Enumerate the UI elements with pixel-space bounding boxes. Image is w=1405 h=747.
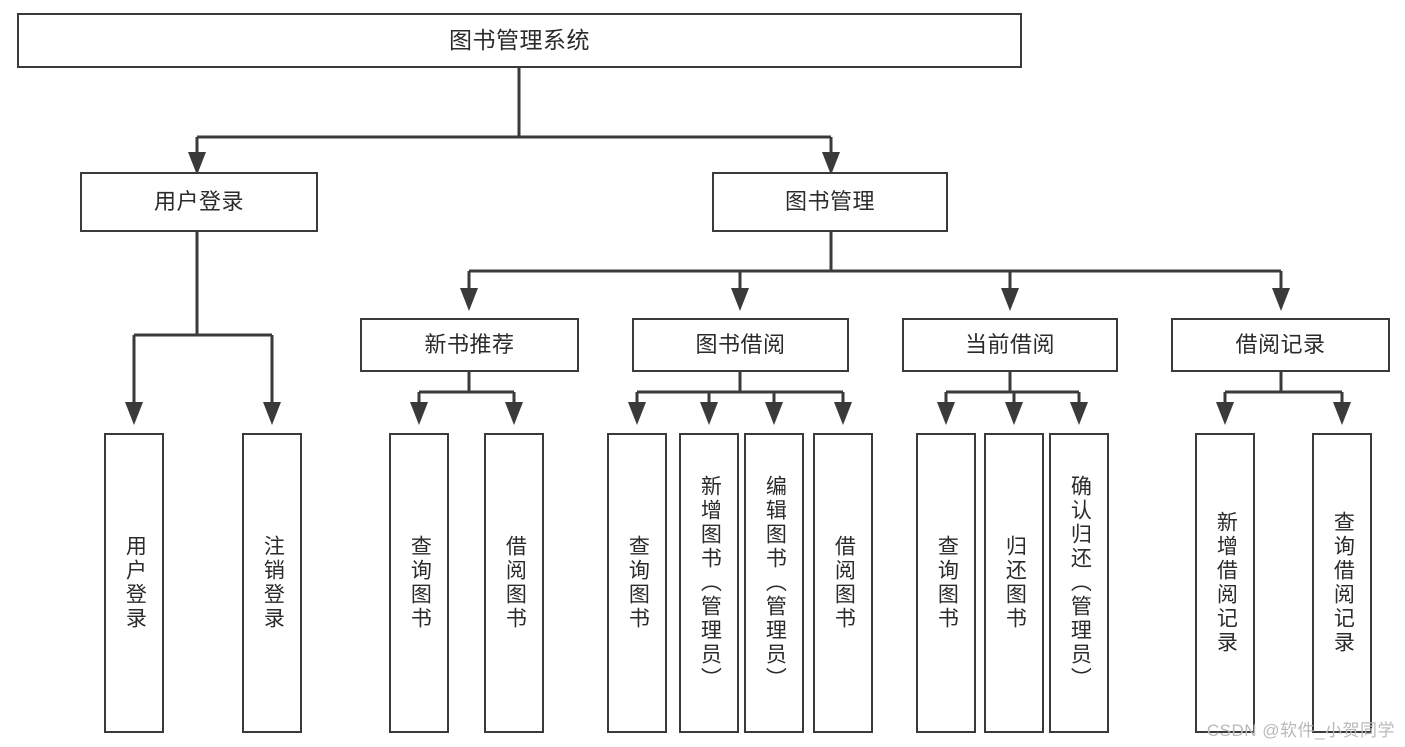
node-leaf-query-book-1[interactable]: 查询图书	[389, 433, 449, 733]
node-book-management-label: 图书管理	[784, 189, 875, 215]
node-leaf-query-record[interactable]: 查询借阅记录	[1312, 433, 1372, 733]
node-current-borrow-label: 当前借阅	[964, 332, 1055, 358]
node-leaf-add-record-label: 新增借阅记录	[1214, 511, 1238, 655]
node-leaf-query-book-3[interactable]: 查询图书	[916, 433, 976, 733]
arrowheads	[125, 152, 1351, 425]
node-leaf-add-book[interactable]: 新增图书（管理员）	[679, 433, 739, 733]
node-leaf-borrow-book-1-label: 借阅图书	[503, 535, 527, 631]
node-leaf-borrow-book-2-label: 借阅图书	[832, 535, 856, 631]
node-leaf-add-record[interactable]: 新增借阅记录	[1195, 433, 1255, 733]
node-borrow-record-label: 借阅记录	[1235, 332, 1326, 358]
node-leaf-query-book-3-label: 查询图书	[935, 535, 959, 631]
node-book-management[interactable]: 图书管理	[712, 172, 948, 232]
watermark-text: CSDN @软件_小贺同学	[1206, 721, 1395, 740]
node-leaf-confirm-return-label: 确认归还（管理员）	[1068, 475, 1092, 691]
node-current-borrow[interactable]: 当前借阅	[902, 318, 1118, 372]
node-leaf-query-record-label: 查询借阅记录	[1331, 511, 1355, 655]
node-book-borrow-label: 图书借阅	[695, 332, 786, 358]
node-root[interactable]: 图书管理系统	[17, 13, 1022, 68]
node-leaf-edit-book-label: 编辑图书（管理员）	[763, 475, 787, 691]
node-new-book-recommend[interactable]: 新书推荐	[360, 318, 579, 372]
node-borrow-record[interactable]: 借阅记录	[1171, 318, 1390, 372]
node-new-book-recommend-label: 新书推荐	[424, 332, 515, 358]
node-leaf-user-login[interactable]: 用户登录	[104, 433, 164, 733]
node-leaf-query-book-1-label: 查询图书	[408, 535, 432, 631]
node-leaf-logout-login-label: 注销登录	[261, 535, 285, 631]
node-leaf-query-book-2-label: 查询图书	[626, 535, 650, 631]
node-leaf-return-book[interactable]: 归还图书	[984, 433, 1044, 733]
node-root-label: 图书管理系统	[449, 26, 590, 53]
node-leaf-borrow-book-1[interactable]: 借阅图书	[484, 433, 544, 733]
node-leaf-confirm-return[interactable]: 确认归还（管理员）	[1049, 433, 1109, 733]
node-user-login-label: 用户登录	[153, 189, 244, 215]
node-leaf-query-book-2[interactable]: 查询图书	[607, 433, 667, 733]
node-leaf-add-book-label: 新增图书（管理员）	[698, 475, 722, 691]
node-leaf-edit-book[interactable]: 编辑图书（管理员）	[744, 433, 804, 733]
node-leaf-logout-login[interactable]: 注销登录	[242, 433, 302, 733]
node-user-login[interactable]: 用户登录	[80, 172, 318, 232]
node-leaf-user-login-label: 用户登录	[123, 535, 147, 631]
node-leaf-return-book-label: 归还图书	[1003, 535, 1027, 631]
node-leaf-borrow-book-2[interactable]: 借阅图书	[813, 433, 873, 733]
node-book-borrow[interactable]: 图书借阅	[632, 318, 849, 372]
